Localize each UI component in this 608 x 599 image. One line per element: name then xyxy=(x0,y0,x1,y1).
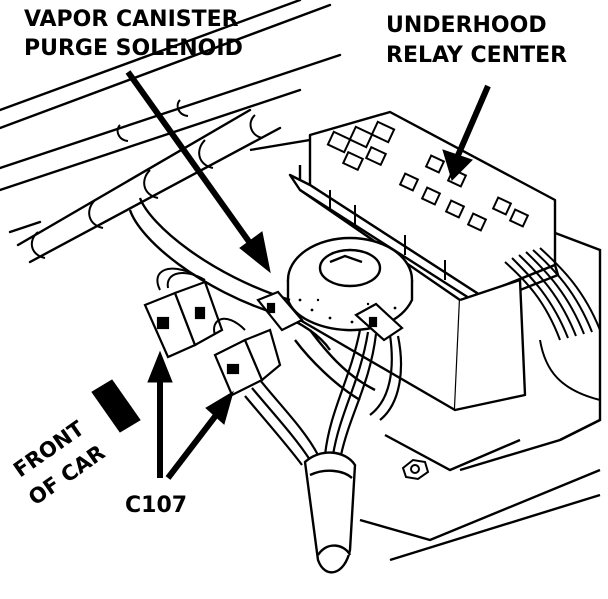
vacuum-hoses xyxy=(128,197,376,402)
front-direction-arrow xyxy=(91,379,141,433)
vapor-pointer-arrow xyxy=(125,70,258,252)
mounting-bolt xyxy=(401,458,430,481)
c107-label: C107 xyxy=(125,493,187,518)
relay-center-label-line1: UNDERHOOD xyxy=(386,13,547,38)
solenoid-connector xyxy=(256,290,404,342)
relay-side-tabs xyxy=(329,190,446,280)
wiring-harness xyxy=(244,329,403,466)
vapor-canister-label-line1: VAPOR CANISTER xyxy=(24,7,239,32)
relay-pointer-arrow xyxy=(453,84,491,162)
vapor-canister-label-line2: PURGE SOLENOID xyxy=(24,36,243,61)
relay-center-label-line2: RELAY CENTER xyxy=(386,43,567,68)
harness-loom xyxy=(303,451,357,574)
c107-arrow-right xyxy=(165,408,223,480)
base-tray xyxy=(249,138,602,562)
leader-arrows xyxy=(91,70,491,480)
fender-panel xyxy=(0,0,342,264)
c107-connectors xyxy=(143,280,282,397)
relay-harness xyxy=(504,247,601,401)
solenoid-housing xyxy=(286,236,414,332)
fender-ribs xyxy=(30,99,263,259)
c107-wires xyxy=(156,267,246,336)
